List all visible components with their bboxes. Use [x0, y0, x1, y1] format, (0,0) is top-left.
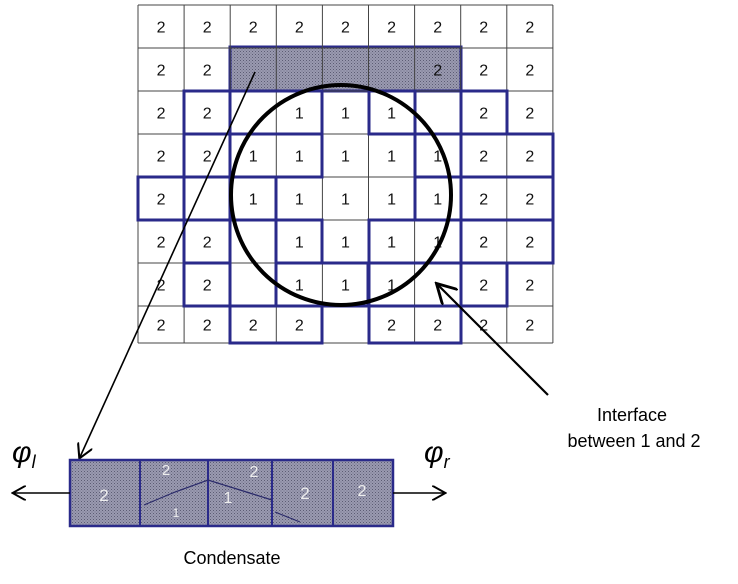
- grid-cell-value: 1: [295, 106, 304, 123]
- grid-cell-value: 1: [341, 192, 350, 209]
- grid-cell-value: 2: [341, 20, 350, 37]
- condensate-interface-trace: [143, 479, 273, 506]
- grid-cell-value: 1: [249, 192, 258, 209]
- grid-cell-value: 2: [387, 318, 396, 335]
- grid-cell-value: 1: [387, 192, 396, 209]
- condensate-caption: Condensate: [183, 548, 280, 568]
- grid-cell-value: 2: [203, 149, 212, 166]
- grid-cell-value: 2: [157, 20, 166, 37]
- condensate-cell-2-top: 2: [250, 464, 259, 481]
- grid-cell-value: 2: [203, 63, 212, 80]
- grid-cell-value: 1: [295, 235, 304, 252]
- grid-cell-value: 2: [203, 20, 212, 37]
- grid-cell-value: 2: [525, 149, 534, 166]
- grid-cell-value: 2: [295, 20, 304, 37]
- grid-cell-value: 2: [249, 20, 258, 37]
- grid-cell-value: 1: [433, 235, 442, 252]
- interface-label-line1: Interface: [597, 405, 667, 425]
- grid-cell-value: 1: [341, 278, 350, 295]
- grid-cell-value: 1: [341, 106, 350, 123]
- interface-circle: [229, 83, 453, 307]
- grid-cell-value: 2: [479, 192, 488, 209]
- condensate-cell-1-top: 2: [162, 462, 170, 479]
- grid-cell-value: 2: [157, 106, 166, 123]
- phi-right-label: φr: [424, 436, 451, 472]
- interface-label-line2: between 1 and 2: [567, 431, 700, 451]
- grid-cell-value: 1: [387, 278, 396, 295]
- grid-cell-value: 2: [157, 149, 166, 166]
- grid-cell-value: 2: [525, 63, 534, 80]
- grid-cell-value: 2: [525, 278, 534, 295]
- grid-cell-value: 2: [157, 318, 166, 335]
- condensate-cell-4-bottom: 2: [358, 483, 367, 500]
- grid-cell-value: 1: [387, 106, 396, 123]
- grid-cell-value: 1: [387, 235, 396, 252]
- phi-left-label: φl: [12, 436, 37, 472]
- grid-cell-value: 2: [525, 235, 534, 252]
- grid-cell-value: 2: [157, 235, 166, 252]
- grid-cell-value: 2: [249, 318, 258, 335]
- grid-cell-value: 1: [295, 278, 304, 295]
- grid-cell-value: 1: [387, 149, 396, 166]
- grid-cell-value: 2: [479, 20, 488, 37]
- grid-cell-value: 2: [387, 20, 396, 37]
- grid-cell-value: 2: [479, 318, 488, 335]
- grid-cell-value: 2: [203, 106, 212, 123]
- grid-cell-value: 2: [203, 318, 212, 335]
- grid-cell-value: 1: [433, 149, 442, 166]
- condensate-cell-3-bottom: 2: [300, 484, 309, 503]
- grid-cell-value: 2: [433, 318, 442, 335]
- condensate-cell-1-bottom: 1: [173, 506, 180, 520]
- condensate-cell-2-bottom: 1: [224, 490, 233, 507]
- grid-cell-value: 2: [157, 278, 166, 295]
- grid-cell-value: 2: [525, 192, 534, 209]
- grid-cell-value: 1: [433, 192, 442, 209]
- grid-cell-value: 2: [525, 20, 534, 37]
- grid-cell-value: 2: [525, 318, 534, 335]
- grid-cell-value: 2: [479, 149, 488, 166]
- grid-cell-value: 2: [433, 63, 442, 80]
- grid-cell-value: 2: [479, 278, 488, 295]
- grid-cell-value: 2: [295, 318, 304, 335]
- grid-cell-value: 1: [295, 192, 304, 209]
- grid-cell-value: 1: [341, 149, 350, 166]
- interface-pointer-arrow: [438, 285, 549, 396]
- grid-cell-value: 2: [157, 192, 166, 209]
- grid-cell-value: 2: [203, 235, 212, 252]
- condensate-pointer-arrow: [80, 71, 256, 457]
- grid-cell-value: 1: [295, 149, 304, 166]
- grid-cell-value: 2: [479, 235, 488, 252]
- grid-cell-value: 1: [341, 235, 350, 252]
- grid-cell-value: 2: [203, 278, 212, 295]
- grid-cell-value: 2: [479, 63, 488, 80]
- grid-cell-value: 2: [479, 106, 488, 123]
- grid-cell-value: 2: [157, 63, 166, 80]
- condensate-cell-0-bottom: 2: [99, 486, 108, 505]
- grid-cell-value: 2: [525, 106, 534, 123]
- condensate-strip: 2 2 1 2 1 2 2: [68, 458, 395, 528]
- grid-cell-value: 2: [433, 20, 442, 37]
- grid-cell-value: 1: [249, 149, 258, 166]
